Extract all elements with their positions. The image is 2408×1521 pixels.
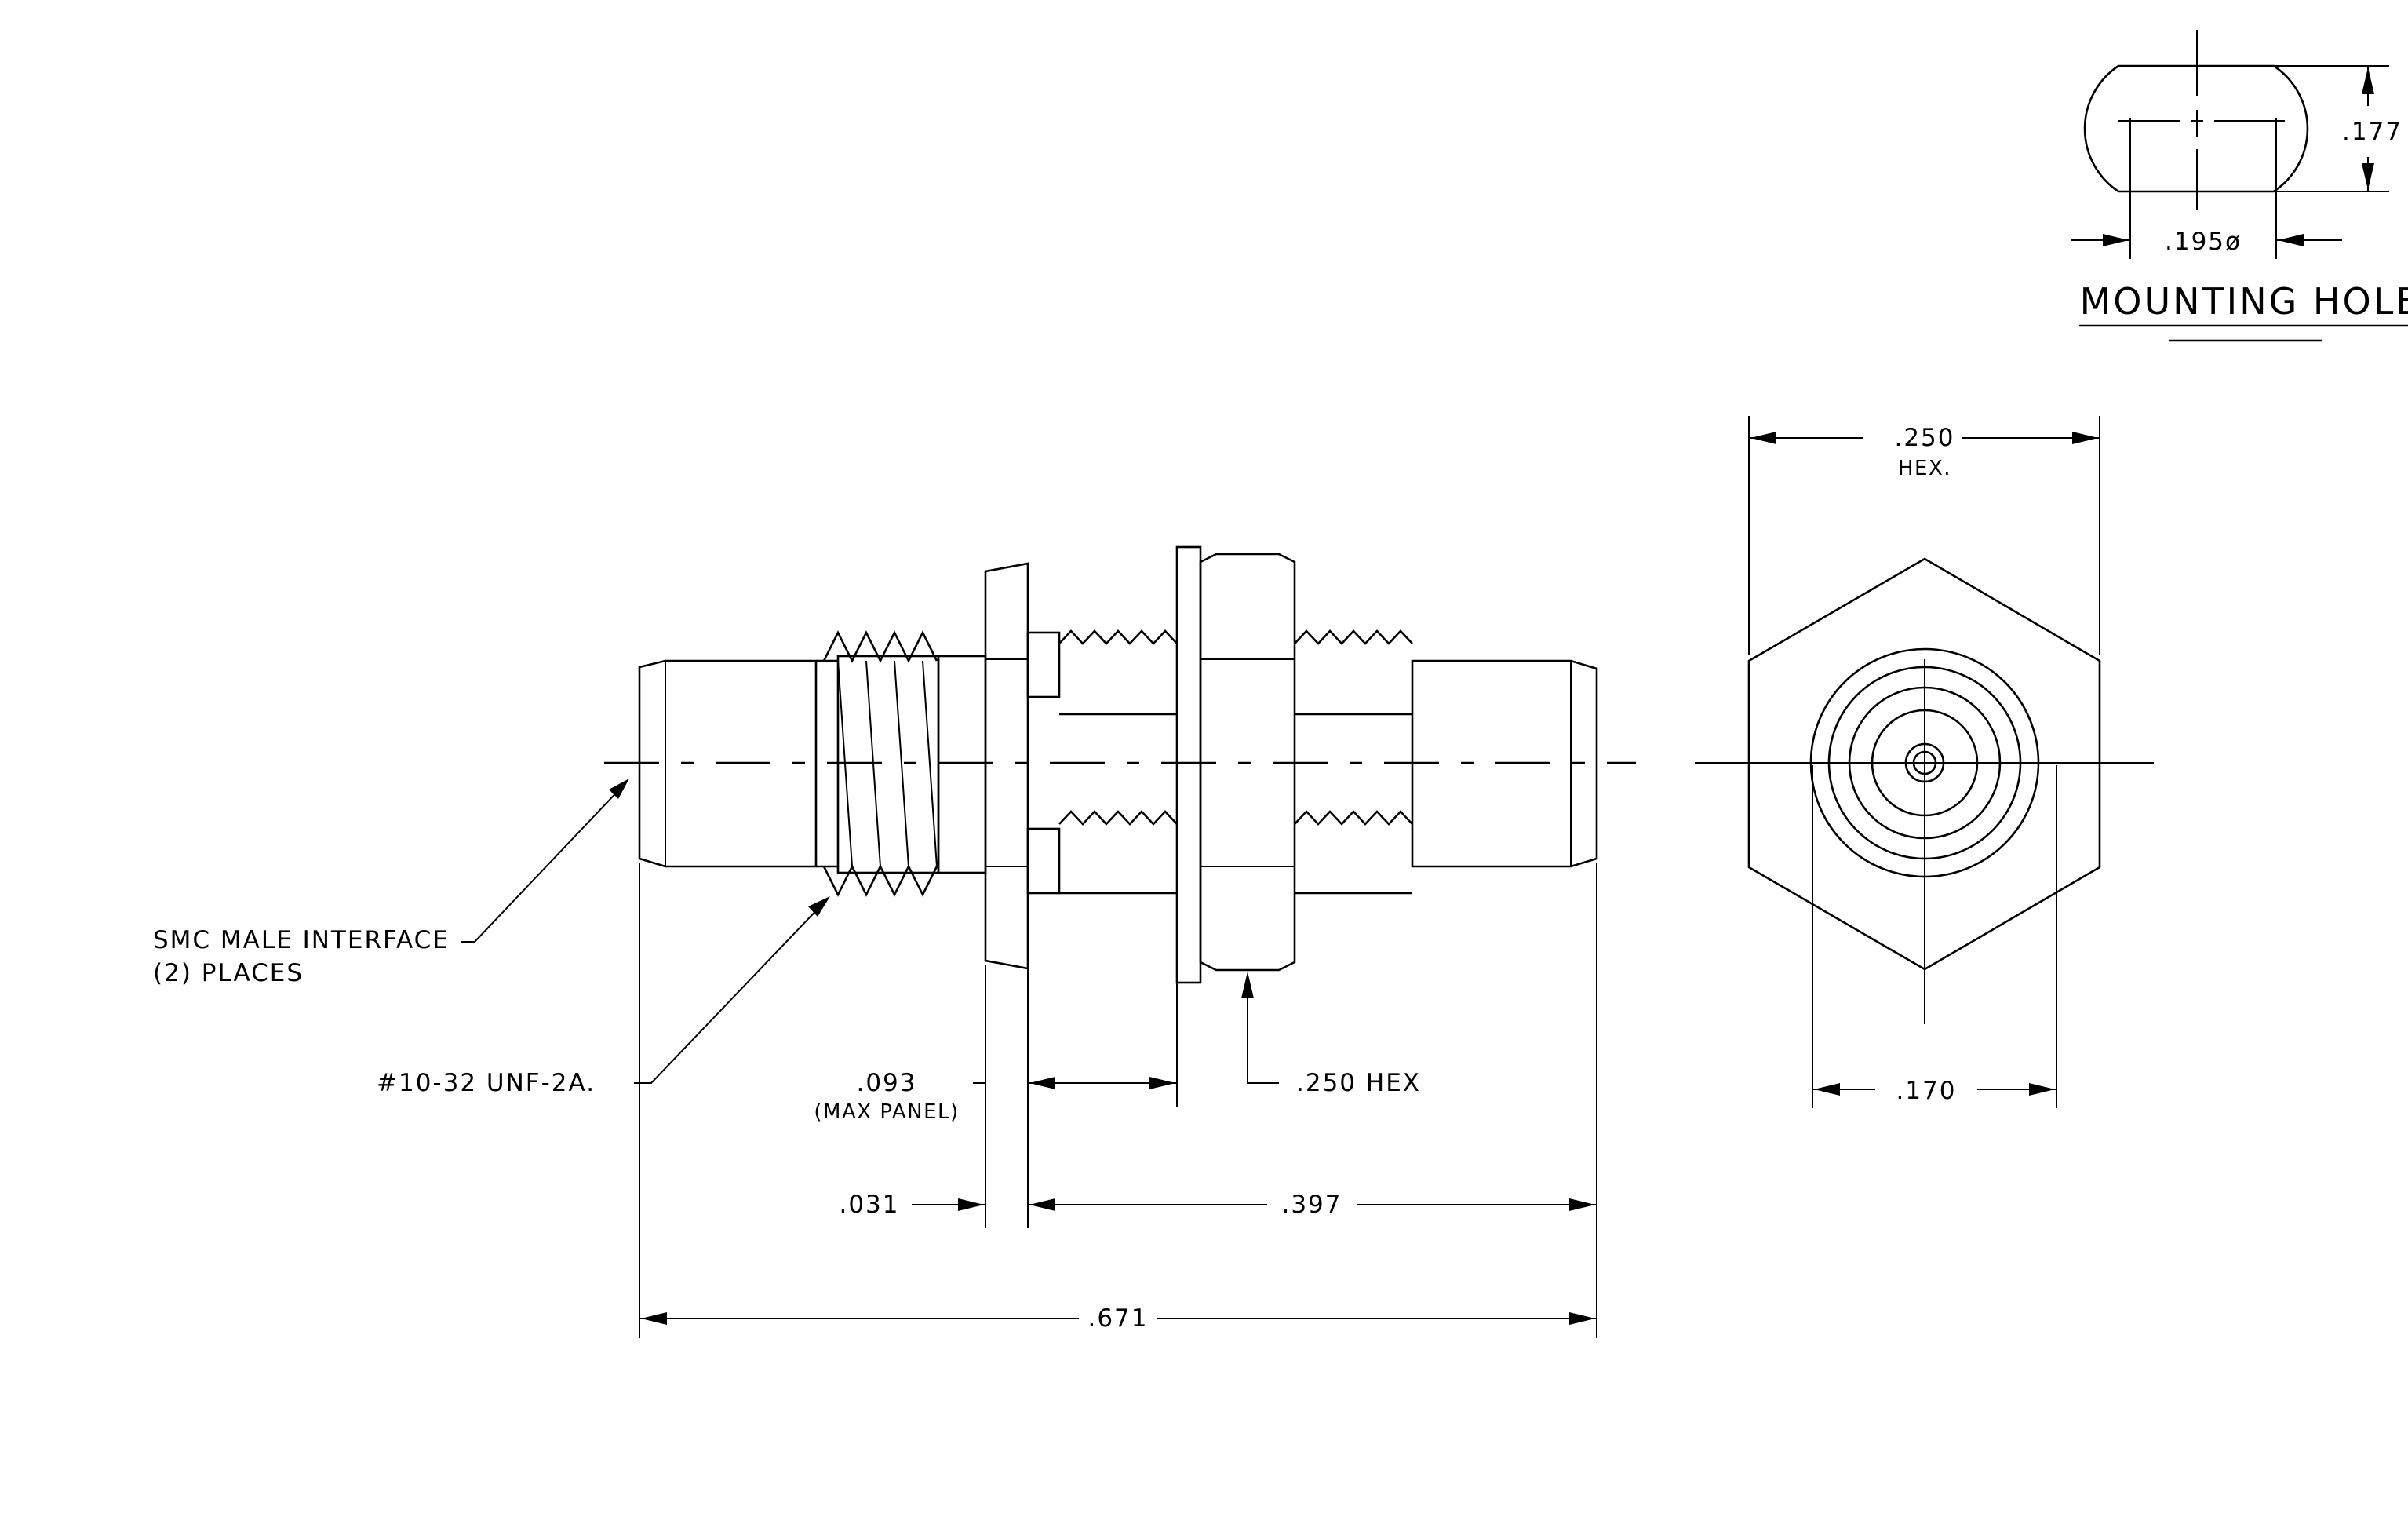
left-thread-helix-4 (922, 660, 938, 867)
side-view: SMC MALE INTERFACE (2) PLACES #10-32 UNF… (153, 545, 1636, 1338)
interface-leader (461, 784, 625, 943)
lower-thread-crests (1058, 810, 1178, 826)
flat-arrow-up (2362, 67, 2374, 94)
panel-dim-arrow-left (1029, 1077, 1055, 1089)
mounting-hole-title: MOUNTING HOLE (2080, 280, 2408, 323)
dim-671-label: .671 (1087, 1304, 1148, 1333)
interface-label-line1: SMC MALE INTERFACE (153, 926, 450, 954)
dim-671-arrow-left (641, 1312, 667, 1325)
dim-397-label: .397 (1281, 1191, 1342, 1219)
panel-dim-sub: (MAX PANEL) (814, 1100, 959, 1124)
flange-arrow-left (1814, 1083, 1840, 1096)
left-nut (984, 562, 1029, 970)
interface-leader-arrow (609, 779, 629, 799)
end-hex-arrow-left (1750, 432, 1776, 444)
end-hex-dim-label: .250 (1894, 424, 1954, 452)
thread-leader-arrow (808, 896, 830, 917)
right-upper-thread-crests (1294, 629, 1413, 645)
interface-label-line2: (2) PLACES (153, 959, 304, 987)
left-thread-crests-top (822, 630, 938, 663)
panel-dim-arrow-right (1149, 1077, 1175, 1089)
dia-dim-label: .195ø (2165, 228, 2242, 256)
left-thread-crests-bottom (822, 864, 938, 897)
end-hex-dim-sub: HEX. (1898, 457, 1951, 480)
end-view: .250 HEX. .170 (1695, 416, 2154, 1108)
flange-dim-label: .170 (1896, 1077, 1956, 1105)
hex-dim-label: .250 HEX (1296, 1069, 1421, 1097)
left-collar (937, 655, 987, 874)
right-lower-thread-crests (1294, 810, 1413, 826)
upper-thread-relief (1026, 631, 1061, 698)
dim-397-arrow-left (1029, 1198, 1055, 1211)
hex-leader-arrow (1241, 972, 1254, 998)
upper-thread-crests (1058, 629, 1178, 645)
dim-397-arrow-right (1569, 1198, 1595, 1211)
dim-031-arrow (958, 1198, 984, 1211)
flat-dim-label: .177 (2342, 118, 2403, 146)
left-thread-body (836, 655, 940, 874)
flat-arrow-down (2362, 163, 2374, 190)
hex-leader (1247, 981, 1279, 1084)
dim-031-label: .031 (839, 1191, 899, 1219)
thread-leader (634, 902, 825, 1084)
dia-arrow-left (2103, 234, 2129, 246)
panel-washer (1175, 545, 1202, 984)
thread-label: #10-32 UNF-2A. (377, 1069, 596, 1097)
flange-arrow-right (2029, 1083, 2055, 1096)
end-hex-arrow-right (2072, 432, 2098, 444)
dia-arrow-right (2278, 234, 2304, 246)
mounting-hole-detail: .177 .195ø MOUNTING HOLE (2071, 30, 2408, 342)
dim-671-arrow-right (1569, 1312, 1595, 1325)
panel-dim-label: .093 (856, 1069, 916, 1097)
lower-thread-relief (1026, 827, 1061, 895)
left-thread-helix-3 (894, 660, 909, 867)
right-hex-nut (1199, 553, 1296, 972)
